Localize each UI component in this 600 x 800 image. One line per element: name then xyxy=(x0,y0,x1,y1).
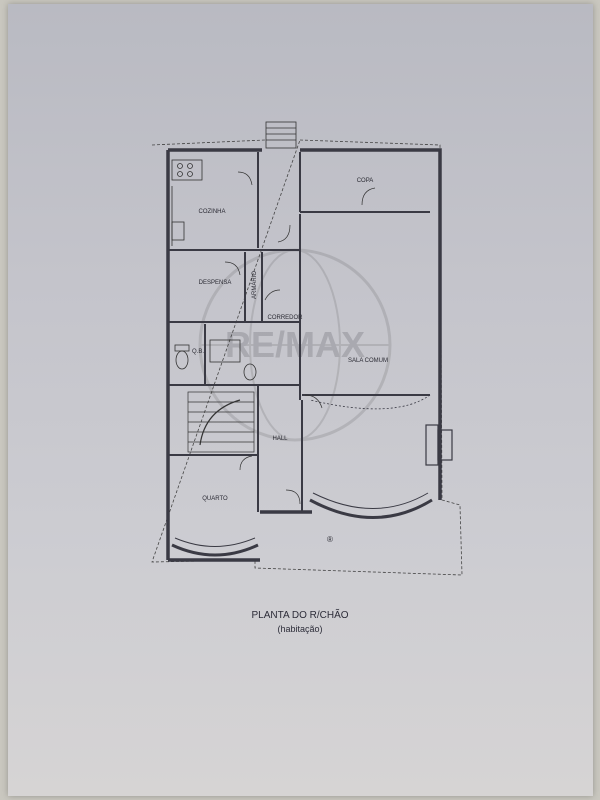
room-label-sala-comum: SALA COMUM xyxy=(348,358,388,364)
room-label-armario: ARMÁRIO xyxy=(251,271,258,299)
plan-title: PLANTA DO R/CHÃO xyxy=(251,610,349,621)
bay-window xyxy=(309,394,433,519)
staircase xyxy=(187,391,255,453)
watermark-text: RE/MAX xyxy=(225,324,365,365)
registered-mark: ® xyxy=(327,535,333,544)
entrance-steps xyxy=(265,121,297,149)
bathroom-fixtures xyxy=(174,339,257,381)
outer-walls xyxy=(166,148,442,562)
quarto-bay xyxy=(171,537,259,557)
room-labels: COZINHA COPA DESPENSA ARMÁRIO CORREDOR S… xyxy=(192,178,388,502)
door-swings xyxy=(224,171,376,505)
room-label-despensa: DESPENSA xyxy=(199,280,232,286)
fireplace xyxy=(425,424,453,466)
plan-subtitle: (habitação) xyxy=(277,624,323,634)
room-label-hall: HALL xyxy=(272,436,288,442)
room-label-copa: COPA xyxy=(357,178,374,184)
room-label-qb: Q.B. xyxy=(192,349,204,355)
room-label-cozinha: COZINHA xyxy=(199,209,226,215)
kitchen-fixtures xyxy=(171,159,203,246)
room-label-corredor: CORREDOR xyxy=(267,315,303,321)
room-label-quarto: QUARTO xyxy=(202,496,228,502)
interior-walls xyxy=(168,152,430,512)
